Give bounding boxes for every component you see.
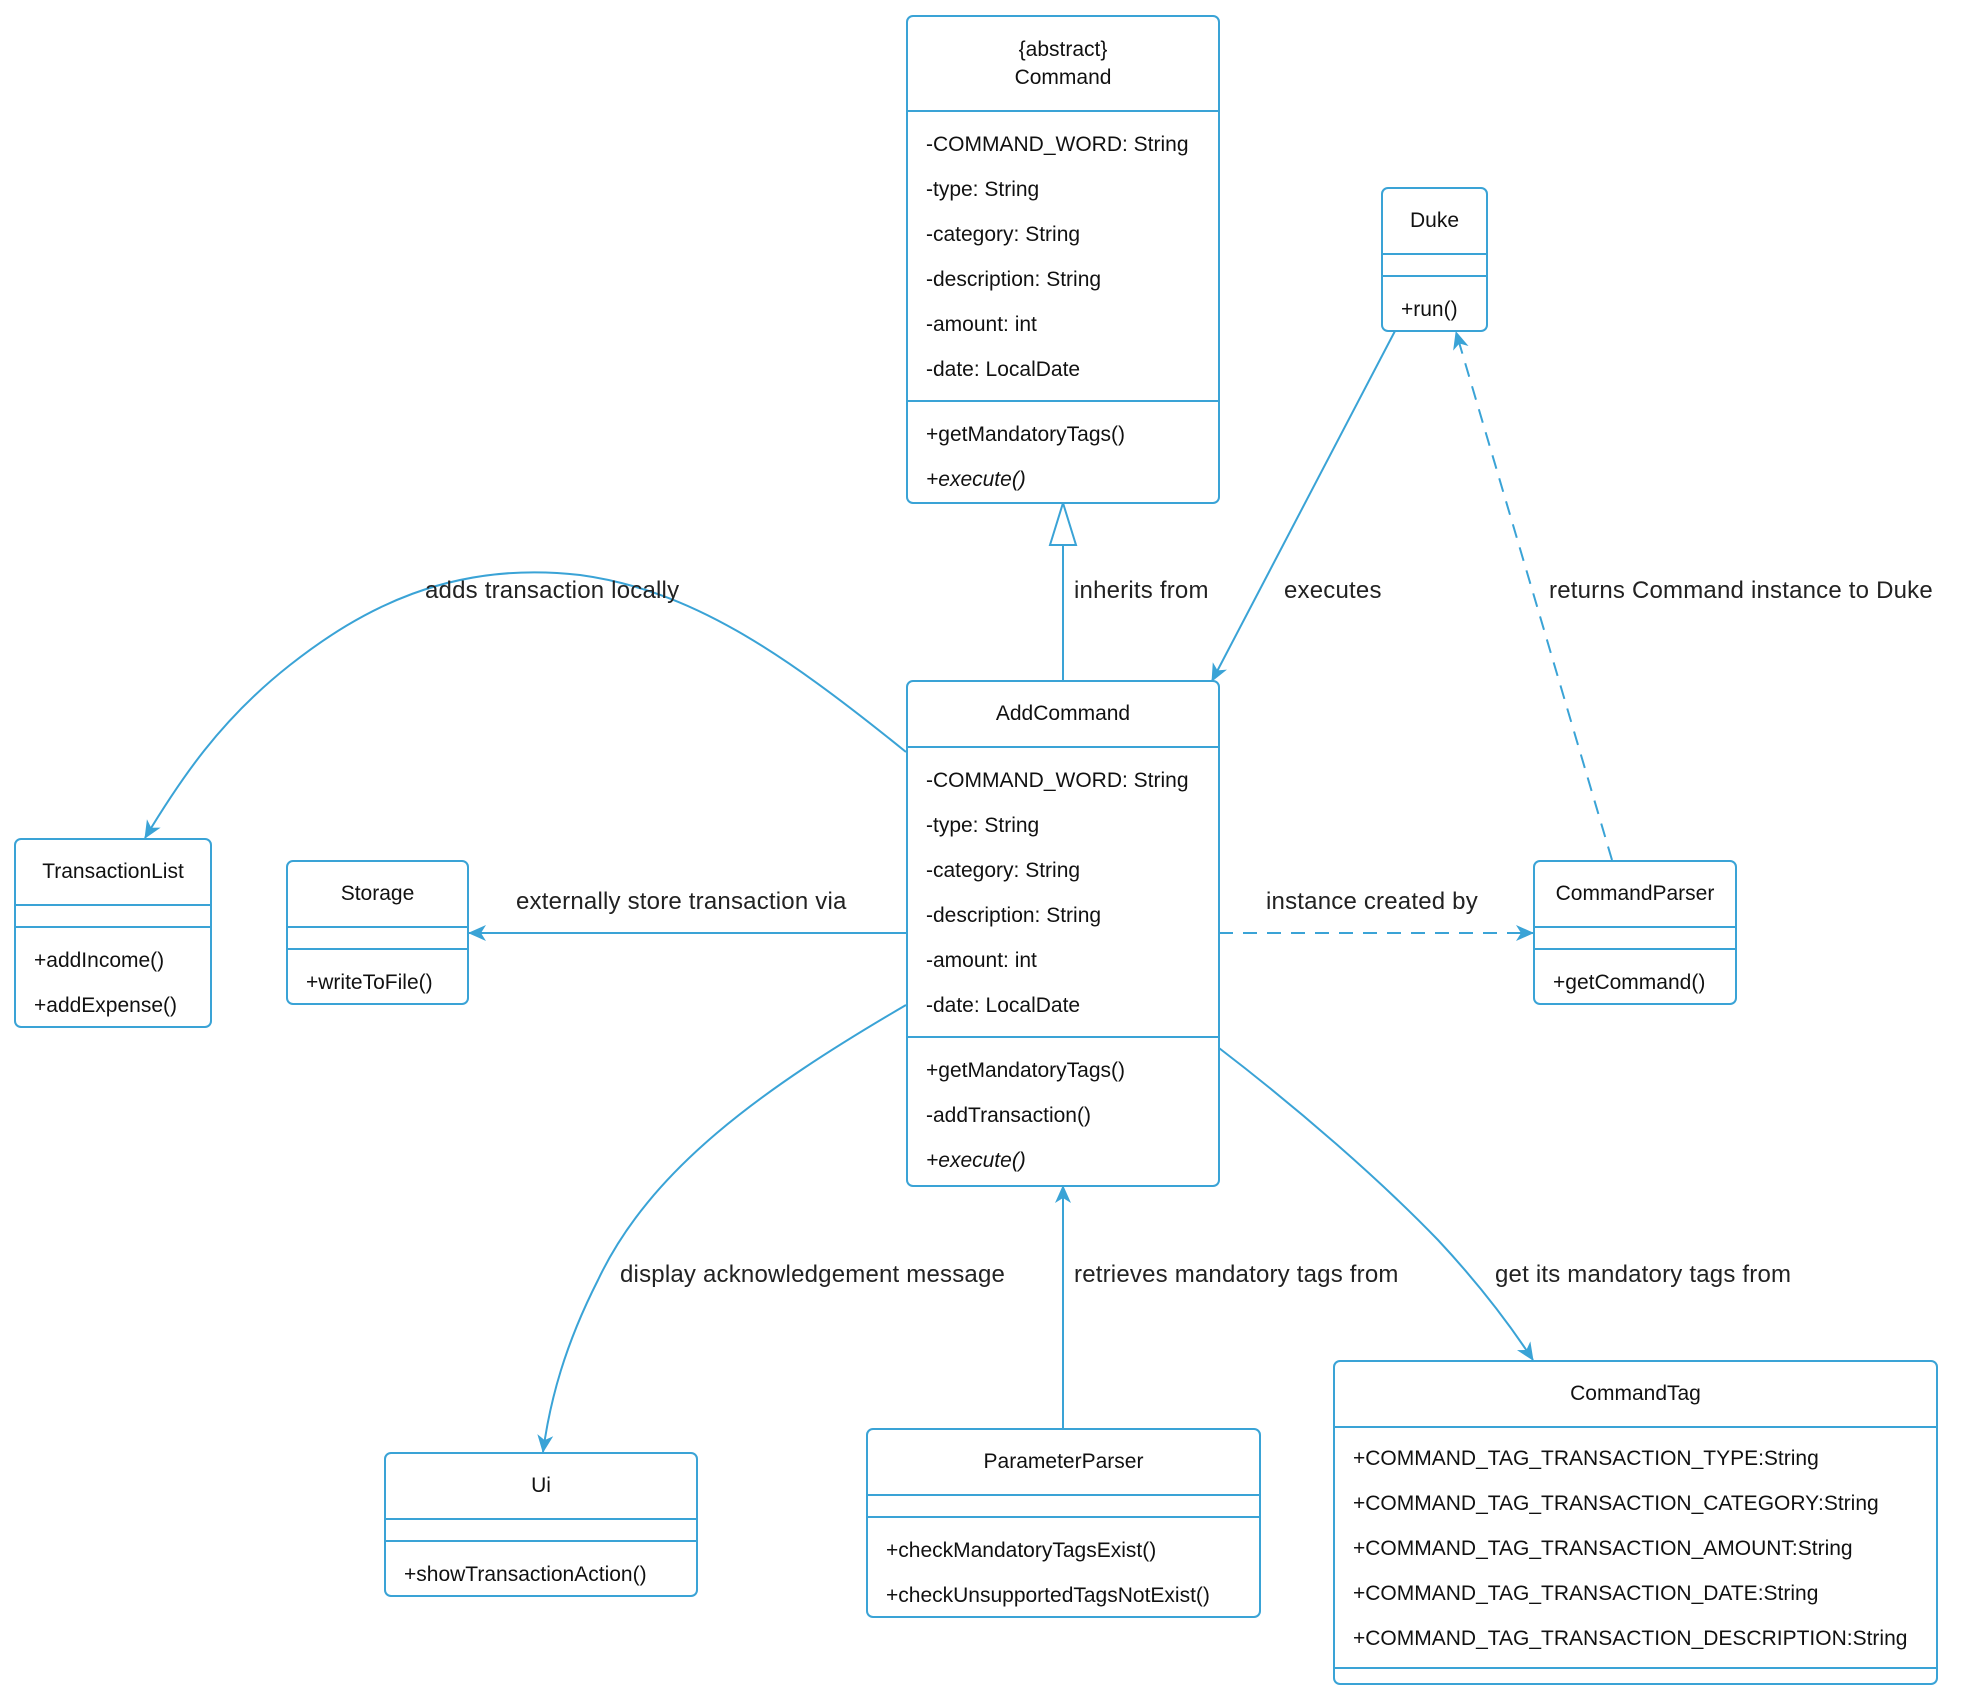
- class-parameter-parser-name: ParameterParser: [868, 1430, 1259, 1496]
- class-command: {abstract} Command -COMMAND_WORD: String…: [906, 15, 1220, 504]
- label-display-message: display acknowledgement message: [620, 1261, 1006, 1288]
- gettags-line: [1218, 1047, 1534, 1361]
- class-transaction-list-attributes: [16, 906, 210, 928]
- label-returns-command: returns Command instance to Duke: [1549, 577, 1933, 604]
- label-externally-store: externally store transaction via: [516, 888, 847, 915]
- class-add-command: AddCommand -COMMAND_WORD: String -type: …: [906, 680, 1220, 1187]
- class-transaction-list-name: TransactionList: [16, 840, 210, 906]
- display-line: [537, 1004, 907, 1453]
- class-parameter-parser-methods: +checkMandatoryTagsExist() +checkUnsuppo…: [868, 1518, 1259, 1626]
- class-duke-attributes: [1383, 255, 1486, 277]
- attribute: +COMMAND_TAG_TRANSACTION_CATEGORY:String: [1353, 1492, 1879, 1515]
- label-instance-created: instance created by: [1266, 888, 1478, 915]
- attribute: -category: String: [926, 859, 1081, 882]
- class-command-parser-name: CommandParser: [1535, 862, 1735, 928]
- class-ui-attributes: [386, 1520, 696, 1542]
- class-command-tag-methods: [1335, 1669, 1936, 1689]
- class-command-parser-attributes: [1535, 928, 1735, 950]
- label-adds-transaction: adds transaction locally: [425, 577, 680, 604]
- attribute: +COMMAND_TAG_TRANSACTION_DATE:String: [1353, 1582, 1819, 1605]
- attribute: -COMMAND_WORD: String: [926, 133, 1189, 156]
- class-storage: Storage +writeToFile(): [286, 860, 469, 1005]
- class-transaction-list: TransactionList +addIncome() +addExpense…: [14, 838, 212, 1028]
- attribute: -amount: int: [926, 949, 1037, 972]
- method: +writeToFile(): [306, 971, 433, 994]
- inheritance-triangle: [1048, 499, 1078, 546]
- class-command-tag-attributes: +COMMAND_TAG_TRANSACTION_TYPE:String +CO…: [1335, 1428, 1936, 1669]
- class-add-command-attributes: -COMMAND_WORD: String -type: String -cat…: [908, 748, 1218, 1038]
- method: +getMandatoryTags(): [926, 423, 1126, 446]
- attribute: -type: String: [926, 814, 1040, 837]
- class-storage-name: Storage: [288, 862, 467, 928]
- label-retrieves-tags: retrieves mandatory tags from: [1074, 1261, 1399, 1288]
- method: +checkMandatoryTagsExist(): [886, 1539, 1157, 1562]
- label-inherits-from: inherits from: [1074, 577, 1209, 604]
- attribute: +COMMAND_TAG_TRANSACTION_AMOUNT:String: [1353, 1537, 1853, 1560]
- attribute: -description: String: [926, 904, 1102, 927]
- class-duke: Duke +run(): [1381, 187, 1488, 332]
- class-command-tag-name: CommandTag: [1335, 1362, 1936, 1428]
- class-command-header: {abstract} Command: [908, 17, 1218, 112]
- returns-line: [1453, 331, 1613, 861]
- method: +addIncome(): [34, 949, 165, 972]
- attribute: -type: String: [926, 178, 1040, 201]
- attribute: +COMMAND_TAG_TRANSACTION_DESCRIPTION:Str…: [1353, 1627, 1908, 1650]
- class-command-parser: CommandParser +getCommand(): [1533, 860, 1737, 1005]
- method: +showTransactionAction(): [404, 1563, 647, 1586]
- attribute: +COMMAND_TAG_TRANSACTION_TYPE:String: [1353, 1447, 1819, 1470]
- class-command-parser-methods: +getCommand(): [1535, 950, 1735, 1013]
- class-ui-methods: +showTransactionAction(): [386, 1542, 696, 1605]
- method: +run(): [1401, 298, 1458, 321]
- label-get-mandatory-tags: get its mandatory tags from: [1495, 1261, 1792, 1288]
- class-storage-methods: +writeToFile(): [288, 950, 467, 1013]
- class-command-stereotype: {abstract}: [1018, 37, 1108, 61]
- method-abstract: +execute(): [926, 1149, 1026, 1172]
- class-command-methods: +getMandatoryTags() +execute(): [908, 402, 1218, 510]
- class-storage-attributes: [288, 928, 467, 950]
- executes-line: [1211, 330, 1396, 682]
- attribute: -description: String: [926, 268, 1102, 291]
- class-command-attributes: -COMMAND_WORD: String -type: String -cat…: [908, 112, 1218, 402]
- class-add-command-name: AddCommand: [908, 682, 1218, 748]
- class-transaction-list-methods: +addIncome() +addExpense(): [16, 928, 210, 1036]
- method: -addTransaction(): [926, 1104, 1091, 1127]
- label-executes: executes: [1284, 577, 1382, 604]
- attribute: -date: LocalDate: [926, 358, 1081, 381]
- class-command-name: Command: [1014, 65, 1112, 89]
- adds-line: [144, 571, 907, 839]
- class-command-tag: CommandTag +COMMAND_TAG_TRANSACTION_TYPE…: [1333, 1360, 1938, 1685]
- class-ui-name: Ui: [386, 1454, 696, 1520]
- method: +getMandatoryTags(): [926, 1059, 1126, 1082]
- class-parameter-parser-attributes: [868, 1496, 1259, 1518]
- method: +addExpense(): [34, 994, 178, 1017]
- method-abstract: +execute(): [926, 468, 1026, 491]
- class-duke-name: Duke: [1383, 189, 1486, 255]
- attribute: -amount: int: [926, 313, 1037, 336]
- attribute: -date: LocalDate: [926, 994, 1081, 1017]
- attribute: -COMMAND_WORD: String: [926, 769, 1189, 792]
- method: +checkUnsupportedTagsNotExist(): [886, 1584, 1210, 1607]
- class-ui: Ui +showTransactionAction(): [384, 1452, 698, 1597]
- class-duke-methods: +run(): [1383, 277, 1486, 340]
- method: +getCommand(): [1553, 971, 1706, 994]
- class-parameter-parser: ParameterParser +checkMandatoryTagsExist…: [866, 1428, 1261, 1618]
- attribute: -category: String: [926, 223, 1081, 246]
- class-add-command-methods: +getMandatoryTags() -addTransaction() +e…: [908, 1038, 1218, 1191]
